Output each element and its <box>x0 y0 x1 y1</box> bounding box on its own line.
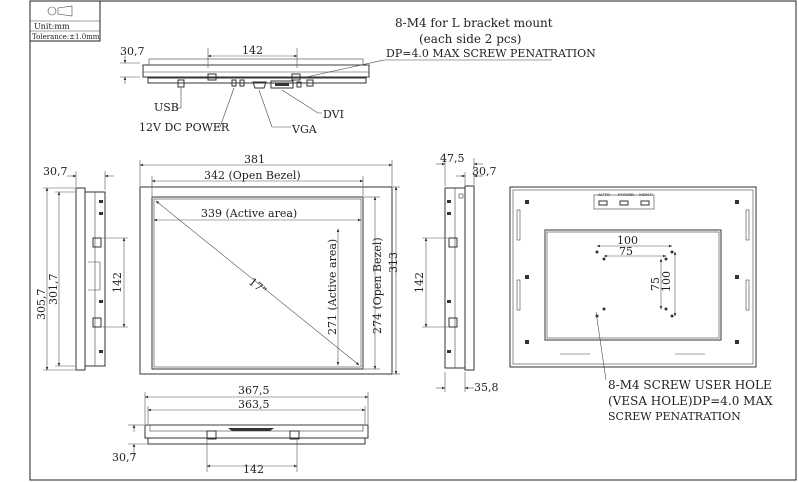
vga-port <box>252 81 267 89</box>
bottom-width-dim-outer: 367,5 <box>238 384 270 397</box>
left-height-dim-outer: 305,7 <box>35 289 48 321</box>
front-height-dim: 313 <box>387 252 400 273</box>
diagonal-dim: 17" <box>246 275 269 297</box>
left-bracket-dim: 142 <box>111 272 124 293</box>
rear-100-horizontal-dim: 100 <box>617 234 638 247</box>
rear-75-vertical-dim: 75 <box>649 277 662 291</box>
vesa-note: 8-M4 SCREW USER HOLE (VESA HOLE)DP=4.0 M… <box>608 378 773 423</box>
top-bracket-dim: 142 <box>242 44 263 57</box>
svg-text:(VESA HOLE)DP=4.0 MAX: (VESA HOLE)DP=4.0 MAX <box>608 394 773 408</box>
svg-text:SCREW PENATRATION: SCREW PENATRATION <box>608 410 741 423</box>
vesa-holes <box>595 250 674 318</box>
vga-label: VGA <box>291 123 318 136</box>
front-view: 381 342 (Open Bezel) 339 (Active area) 1… <box>139 153 400 375</box>
active-width-dim: 339 (Active area) <box>201 207 297 220</box>
right-bracket-dim: 142 <box>413 272 426 293</box>
active-height-dim: 271 (Active area) <box>326 239 339 335</box>
unit-legend: Unit:mm Tolerance:±1.0mm <box>29 0 101 42</box>
page-border <box>29 0 797 481</box>
power-label: 12V DC POWER <box>139 121 230 134</box>
open-bezel-height-dim: 274 (Open Bezel) <box>371 237 384 334</box>
usb-label: USB <box>154 101 179 114</box>
right-depth-dim-bottom: 35,8 <box>474 381 499 394</box>
bottom-depth-dim: 30,7 <box>112 451 137 464</box>
bracket-note: 8-M4 for L bracket mount (each side 2 pc… <box>386 16 596 60</box>
bottom-view: 367,5 363,5 142 30,7 <box>112 384 369 476</box>
rear-view: AUTO POWER MENU <box>509 186 757 381</box>
open-bezel-width-dim: 342 (Open Bezel) <box>204 169 301 182</box>
left-side-view: 305,7 301,7 30,7 142 <box>35 165 128 371</box>
left-height-dim-inner: 301,7 <box>47 274 60 306</box>
rear-vents <box>516 200 750 355</box>
top-view: 142 30,7 USB 12V DC POWER VGA DVI <box>120 44 552 136</box>
dvi-port <box>270 80 294 89</box>
tolerance-label: Tolerance:±1.0mm <box>32 33 100 41</box>
bottom-width-dim-inner: 363,5 <box>238 398 270 411</box>
front-width-dim: 381 <box>244 153 265 166</box>
bottom-bracket-dim: 142 <box>243 463 264 476</box>
dvi-label: DVI <box>323 108 344 121</box>
svg-text:(each side 2 pcs): (each side 2 pcs) <box>419 32 522 46</box>
rear-75-horizontal-dim: 75 <box>619 245 633 258</box>
btn-menu-label: MENU <box>639 192 654 197</box>
power-jack <box>231 79 237 87</box>
usb-port <box>177 79 185 88</box>
projection-symbol-icon <box>47 5 73 17</box>
rear-100-vertical-dim: 100 <box>660 271 673 292</box>
right-side-view: 47,5 30,7 142 35,8 <box>413 152 499 394</box>
right-depth-dim-mid: 30,7 <box>472 165 497 178</box>
btn-auto-label: AUTO <box>597 192 611 197</box>
btn-power-label: POWER <box>618 192 635 197</box>
svg-text:8-M4 for L bracket mount: 8-M4 for L bracket mount <box>395 16 553 30</box>
svg-text:DP=4.0 MAX SCREW PENATRATION: DP=4.0 MAX SCREW PENATRATION <box>386 47 596 60</box>
left-depth-dim: 30,7 <box>43 165 68 178</box>
unit-label: Unit:mm <box>34 22 70 31</box>
top-depth-dim: 30,7 <box>120 45 145 58</box>
svg-text:8-M4 SCREW USER HOLE: 8-M4 SCREW USER HOLE <box>608 378 772 392</box>
right-depth-dim-top: 47,5 <box>440 152 465 165</box>
